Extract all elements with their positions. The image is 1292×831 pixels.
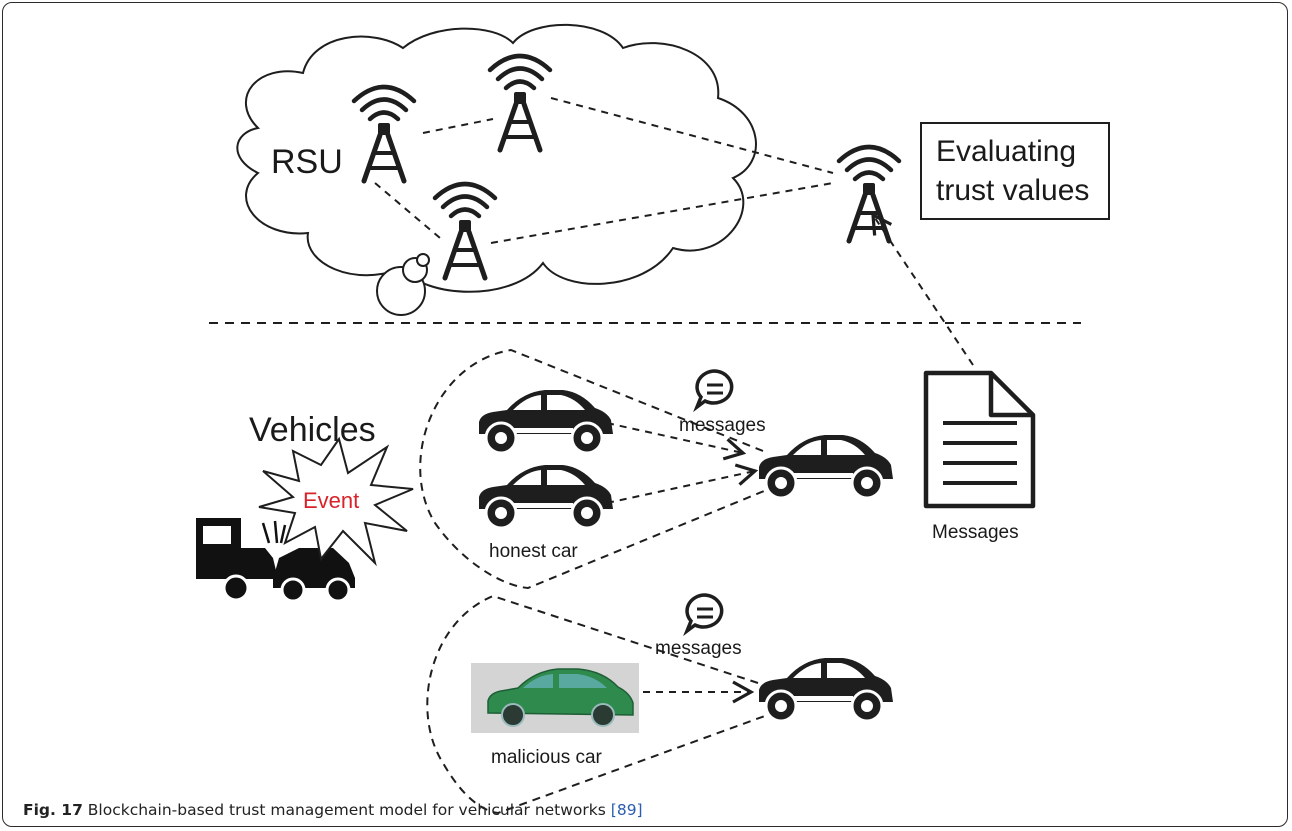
event-crash-icon <box>196 518 355 603</box>
rsu-label: RSU <box>271 143 343 181</box>
figure-caption-text: Blockchain-based trust management model … <box>82 801 611 819</box>
messages-label-upper: messages <box>679 415 766 436</box>
cloud-bubble-small <box>416 253 430 267</box>
trust-model-diagram: RSU Evaluating trust values Vehicles hon… <box>196 23 1110 815</box>
event-label: Event <box>303 488 359 513</box>
evaluating-box <box>920 122 1110 220</box>
tower-links <box>374 97 834 244</box>
honest-car-icon-1 <box>477 388 615 455</box>
evaluating-label-line2: trust values <box>936 174 1089 207</box>
honest-message-arrows <box>606 422 759 504</box>
event-starburst <box>258 436 414 567</box>
honest-car-icon-2 <box>477 463 615 530</box>
honest-car-label: honest car <box>489 541 578 562</box>
vehicles-label: Vehicles <box>249 411 376 449</box>
chat-bubble-icon-upper <box>695 369 734 409</box>
figure-caption: Fig. 17 Blockchain-based trust managemen… <box>23 801 643 819</box>
malicious-broadcast-region <box>426 594 774 815</box>
messages-document-icon <box>923 370 1036 509</box>
honest-broadcast-region <box>419 348 804 590</box>
receiver-car-icon-lower <box>757 656 895 723</box>
chat-bubble-icon-lower <box>685 593 724 633</box>
receiver-car-icon-upper <box>757 433 895 500</box>
messages-label-lower: messages <box>655 638 742 659</box>
evaluating-label-line1: Evaluating <box>936 135 1076 168</box>
messages-document-label: Messages <box>932 522 1019 543</box>
figure-number: Fig. 17 <box>23 801 83 819</box>
upload-arrow <box>871 212 974 366</box>
malicious-car-icon <box>487 668 634 727</box>
malicious-car-label: malicious car <box>491 747 603 768</box>
evaluator-tower-icon <box>839 147 899 241</box>
reference-link[interactable]: [89] <box>610 801 643 819</box>
